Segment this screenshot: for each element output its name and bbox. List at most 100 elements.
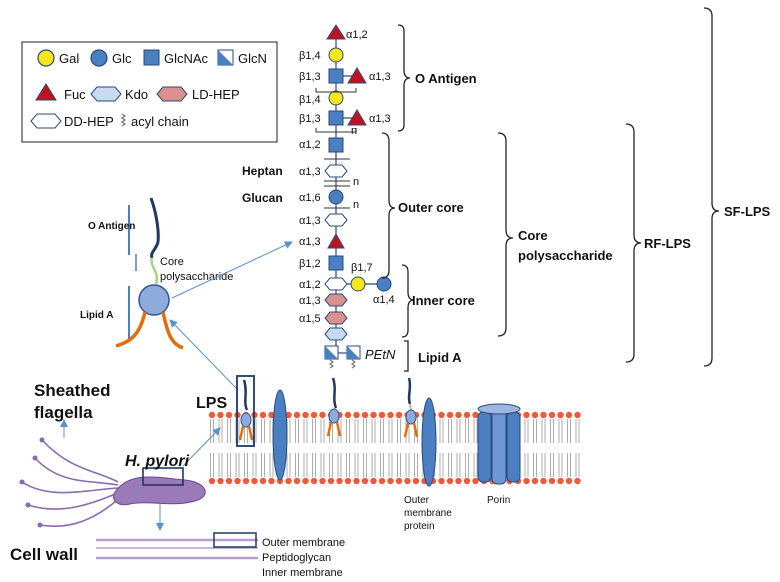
phospholipid-head [208, 411, 216, 419]
phospholipid-head [395, 411, 403, 419]
linkage-label: α1,3 [299, 166, 321, 178]
linkage-label: β1,7 [351, 262, 373, 274]
rf-lps-label: RF-LPS [644, 236, 691, 251]
repeat-bracket [324, 158, 350, 182]
ld-hep-symbol [156, 86, 188, 102]
phospholipid-head [472, 411, 479, 419]
kdo-symbol [90, 86, 122, 102]
gal-symbol [37, 49, 55, 67]
inner-core-label: Inner core [412, 293, 475, 308]
core-polysaccharide-brace [497, 132, 514, 337]
schematic-lipid-a-label: Lipid A [80, 310, 114, 321]
lipid-a-label: Lipid A [418, 350, 462, 365]
phospholipid-head [446, 477, 454, 485]
phospholipid-head [217, 411, 224, 419]
core-polysaccharide-label-2: polysaccharide [518, 248, 613, 263]
cell-wall [96, 532, 258, 560]
phospholipid-head [370, 477, 377, 485]
glcn-residue [324, 345, 339, 360]
ld-hep-residue [324, 293, 348, 307]
phospholipid-head [268, 477, 275, 485]
phospholipid-head [259, 477, 267, 485]
phospholipid-head [285, 477, 292, 485]
dd-hep-residue [324, 164, 348, 178]
linkage-label: α1,3 [299, 236, 321, 248]
outer-core-label: Outer core [398, 200, 464, 215]
legend-glc: Glc [112, 51, 132, 66]
glcn-symbol [217, 49, 234, 66]
linkage-label: α1,3 [299, 295, 321, 307]
outer-membrane-label: Outer membrane [262, 537, 345, 549]
phospholipid-head [455, 477, 462, 485]
linkage-label: β1,2 [299, 258, 321, 270]
phospholipid-head [472, 477, 479, 485]
porin-label: Porin [487, 495, 510, 506]
dd-hep-symbol [30, 113, 62, 129]
braces [381, 7, 720, 372]
repeat-bracket [315, 88, 357, 93]
fuc-residue [347, 67, 367, 84]
linkage-label: β1,3 [299, 113, 321, 125]
phospholipid-head [438, 477, 445, 485]
legend-gal: Gal [59, 51, 79, 66]
membrane [208, 411, 581, 485]
sheathed-flagella-label-2: flagella [34, 403, 93, 422]
linkage-label: α1,3 [369, 71, 391, 83]
phospholipid-head [302, 411, 309, 419]
phospholipid-head [548, 411, 556, 419]
ld-hep-residue [324, 311, 348, 325]
phospholipid-head [327, 477, 335, 485]
linkage-label: α1,5 [299, 313, 321, 325]
o-antigen-brace [397, 24, 411, 132]
lipid-a-bracket [404, 340, 409, 372]
dd-hep-residue [324, 277, 348, 291]
phospholipid-head [455, 411, 462, 419]
phospholipid-head [208, 477, 216, 485]
linkage-label: α1,6 [299, 192, 321, 204]
legend-glcn: GlcN [238, 51, 267, 66]
phospholipid-head [217, 477, 224, 485]
omp-label-1: Outer [404, 495, 430, 506]
linkage-label: α1,3 [299, 215, 321, 227]
phospholipid-head [438, 411, 445, 419]
linkage-label: α1,2 [299, 139, 321, 151]
phospholipid-head [412, 477, 420, 485]
glc-residue [328, 189, 344, 205]
dd-hep-residue [324, 213, 348, 227]
glycan-chain [315, 24, 392, 369]
outer-core-brace [381, 132, 396, 279]
zoom-box [142, 467, 184, 486]
glcn-residue [346, 345, 361, 360]
repeat-bracket [315, 128, 357, 133]
phospholipid-head [531, 411, 539, 419]
glc-symbol [90, 49, 108, 67]
kdo-residue [324, 327, 348, 341]
phospholipid-head [540, 477, 547, 485]
phospholipid-head [370, 411, 377, 419]
acyl-chain [350, 359, 357, 369]
legend-glcnac: GlcNAc [164, 51, 209, 66]
rf-lps-brace [625, 123, 642, 363]
core-link [150, 257, 159, 285]
linkage-label: α1,4 [373, 294, 395, 306]
omp-label-2: membrane [404, 508, 452, 519]
phospholipid-head [463, 411, 471, 419]
legend-fuc: Fuc [64, 87, 86, 102]
phospholipid-head [234, 477, 241, 485]
bacterium-body [113, 476, 206, 506]
phospholipid-head [574, 411, 581, 419]
schematic-core-label-2: polysaccharide [160, 271, 233, 283]
legend-acyl-chain: acyl chain [131, 114, 189, 129]
phospholipid-head [353, 411, 360, 419]
phospholipid-head [310, 477, 318, 485]
phospholipid-head [574, 477, 581, 485]
inner-core-brace [401, 264, 415, 338]
phospholipid-head [353, 477, 360, 485]
glcnac-symbol [143, 49, 160, 66]
linkage-label: α1,2 [299, 279, 321, 291]
repeat-n: n [353, 176, 359, 188]
lipid-a-head [138, 284, 170, 316]
linkage-label: α1,2 [346, 29, 368, 41]
omp-label-3: protein [404, 521, 435, 532]
